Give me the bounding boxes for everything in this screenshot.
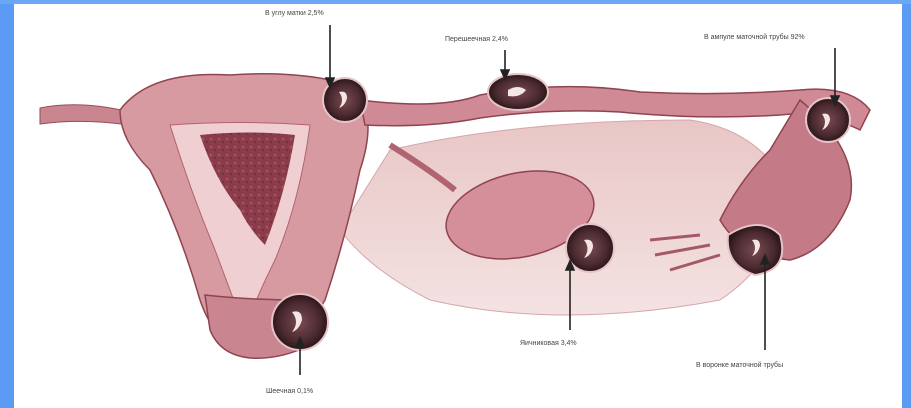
sac-isthmic [488, 74, 548, 110]
label-ampullary: В ампуле маточной трубы 92% [704, 34, 805, 41]
label-uterine-angle: В углу матки 2,5% [265, 10, 324, 17]
sac-ampullary [806, 98, 850, 142]
label-ovarian: Яичниковая 3,4% [520, 340, 577, 347]
label-isthmic: Перешеечная 2,4% [445, 36, 508, 43]
label-cervical: Шеечная 0,1% [266, 388, 313, 395]
label-fimbrial: В воронке маточной трубы [696, 362, 783, 369]
sac-ovarian [566, 224, 614, 272]
